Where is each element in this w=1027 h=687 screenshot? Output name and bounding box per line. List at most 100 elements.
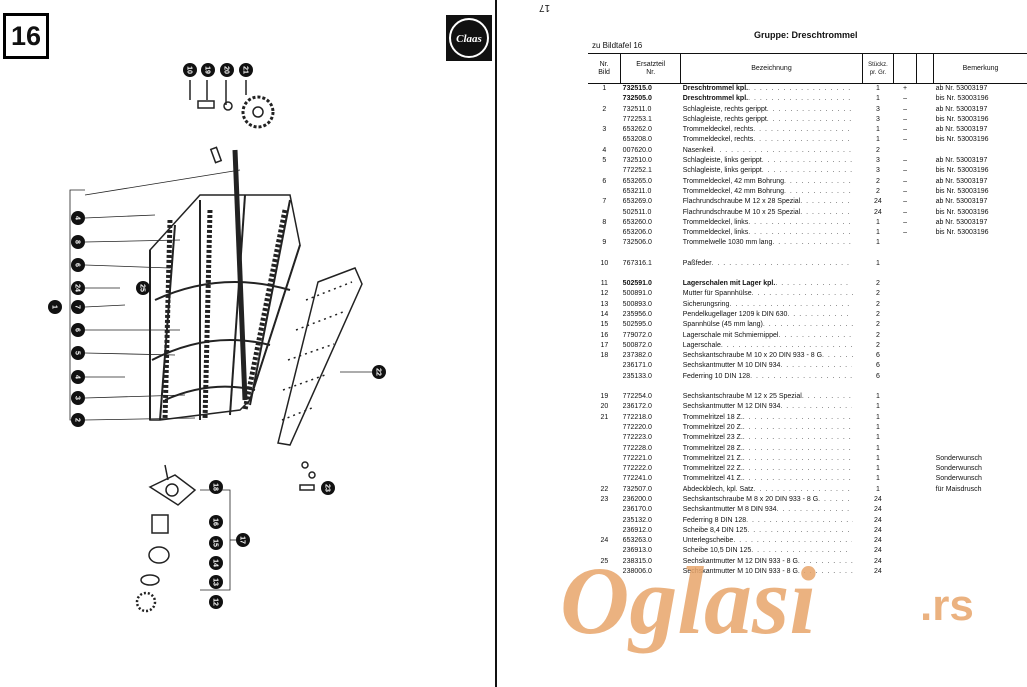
cell-mark <box>894 146 917 156</box>
cell-mark <box>894 505 917 515</box>
cell-remark <box>934 516 1027 526</box>
leader-dots: . . . . . . . . . . . . . . . . . . . . … <box>751 290 853 298</box>
cell-nr: 21 <box>600 413 609 421</box>
leader-dots: . . . . . . . . . . . . . . . . <box>772 239 852 247</box>
cell-blank <box>917 444 934 454</box>
description-text: Lagerschale mit Schmiernippel <box>682 331 779 339</box>
cell-nr <box>588 516 621 526</box>
header-mark <box>893 53 917 84</box>
leader-dots: . . . . . . . . . . . . . . . . . . . . … <box>742 444 853 452</box>
callout-label: 3 <box>74 396 81 400</box>
cell-nr: 9 <box>602 239 607 247</box>
cell-nr <box>588 187 621 197</box>
cell-nr <box>588 94 621 104</box>
description-text: Trommelritzel 18 Z. <box>682 413 743 421</box>
cell-description: Sechskantmutter M 10 DIN 933 - 8 G . . .… <box>681 567 862 577</box>
cell-nr: 8 <box>602 218 607 226</box>
header-bez: Bezeichnung <box>680 53 863 84</box>
cell-nr: 10 <box>600 259 609 267</box>
cell-description: Trommeldeckel, rechts . . . . . . . . . … <box>681 135 862 145</box>
cell-remark <box>934 289 1027 299</box>
header-art-text: Ersatzteil Nr. <box>636 60 666 76</box>
cell-blank <box>917 135 934 145</box>
cell-blank <box>917 166 934 176</box>
watermark-text: Oglasi <box>560 547 816 654</box>
cell-part-number: 238006.0 <box>622 568 652 576</box>
cell-nr: 4 <box>602 146 607 154</box>
leader-dots: . . . . . . . . . . . . . . . . <box>775 280 852 288</box>
description-text: Schlagleiste, rechts gerippt <box>682 105 767 113</box>
cell-part-number: 500872.0 <box>622 341 652 349</box>
cell-nr: 3 <box>602 126 607 134</box>
cell-description: Trommelritzel 41 Z. . . . . . . . . . . … <box>681 474 862 484</box>
cell-description: Sechskantmutter M 12 DIN 934 . . . . . .… <box>681 402 862 412</box>
description-text: Paßfeder <box>682 259 712 267</box>
table-row: 238006.0 Sechskantmutter M 10 DIN 933 - 8… <box>588 567 1027 577</box>
cell-blank <box>917 208 934 218</box>
cell-nr: 7 <box>602 198 607 206</box>
cell-quantity: 24 <box>874 537 882 545</box>
callout-label: 13 <box>212 578 219 586</box>
cell-remark <box>934 372 1027 382</box>
description-text: Scheibe 8,4 DIN 125 <box>682 526 748 534</box>
cell-nr: 22 <box>600 485 609 493</box>
cell-quantity: 1 <box>875 454 880 462</box>
description-text: Federring 10 DIN 128 <box>682 372 751 380</box>
cell-part-number: 653206.0 <box>622 229 652 237</box>
cell-mark <box>894 474 917 484</box>
description-text: Sechskantmutter M 12 DIN 934 <box>682 403 781 411</box>
cell-blank <box>917 84 934 95</box>
cell-blank <box>917 423 934 433</box>
cell-mark <box>894 320 917 330</box>
cell-quantity: 2 <box>875 290 880 298</box>
description-text: Sechskantmutter M 10 DIN 934 <box>682 362 781 370</box>
leader-dots: . . . . . . . . . . . . . . . . . . . . … <box>733 537 852 545</box>
cell-mark <box>894 351 917 361</box>
description-text: Schlagleiste, links gerippt <box>682 157 762 165</box>
description-text: Trommeldeckel, 42 mm Bohrung <box>682 177 785 185</box>
cell-part-number: 238315.0 <box>622 557 652 565</box>
cell-mark: – <box>903 126 907 134</box>
leader-dots: . . . . . . . . . . . . . . . . . . <box>766 105 853 113</box>
description-text: Sicherungsring <box>682 300 730 308</box>
cell-remark <box>934 433 1027 443</box>
leader-dots: . . . . . . . . . . . <box>797 568 853 576</box>
cell-blank <box>917 485 934 495</box>
cell-part-number: 235132.0 <box>622 516 652 524</box>
cell-blank <box>917 177 934 187</box>
callout-label: 2 <box>74 418 81 422</box>
cell-description: Trommelritzel 18 Z. . . . . . . . . . . … <box>681 413 862 423</box>
cell-part-number: 500893.0 <box>622 300 652 308</box>
leader-dots: . . . . . . . . . . . . . . . . . . . . … <box>748 95 853 103</box>
cell-blank <box>917 300 934 310</box>
leader-dots: . . . . . . . . . . . . . . . . . . . . … <box>748 229 853 237</box>
cell-description: Trommelritzel 22 Z. . . . . . . . . . . … <box>681 464 862 474</box>
description-text: Flachrundschraube M 12 x 28 Spezial <box>682 198 801 206</box>
cell-blank <box>917 351 934 361</box>
plate-number: 16 <box>3 13 49 59</box>
leader-dots: . . . . . . . . . . . . . . . . . . . . … <box>750 372 854 380</box>
cell-description: Trommelritzel 28 Z. . . . . . . . . . . … <box>681 444 862 454</box>
cell-part-number: 236200.0 <box>622 495 652 503</box>
cell-part-number: 653208.0 <box>622 136 652 144</box>
description-text: Trommelritzel 23 Z. <box>682 434 743 442</box>
leader-dots: . . . . . . . . . . . . . . . . . . . . … <box>747 526 852 534</box>
cell-part-number: 502595.0 <box>622 321 652 329</box>
cell-mark <box>894 433 917 443</box>
description-text: Trommeldeckel, rechts <box>682 136 754 144</box>
description-text: Trommelritzel 20 Z. <box>682 423 743 431</box>
leader-dots: . . . . . . . . . . . . . . . . . . . . … <box>742 465 853 473</box>
description-text: Schlagleiste, rechts gerippt <box>682 115 767 123</box>
cell-mark <box>894 526 917 536</box>
callout-label: 10 <box>186 66 193 74</box>
leader-dots: . . . . . . . . . . . . . . . . . . . . … <box>742 413 853 421</box>
callout-label: 8 <box>74 240 81 244</box>
cell-nr <box>588 454 621 464</box>
